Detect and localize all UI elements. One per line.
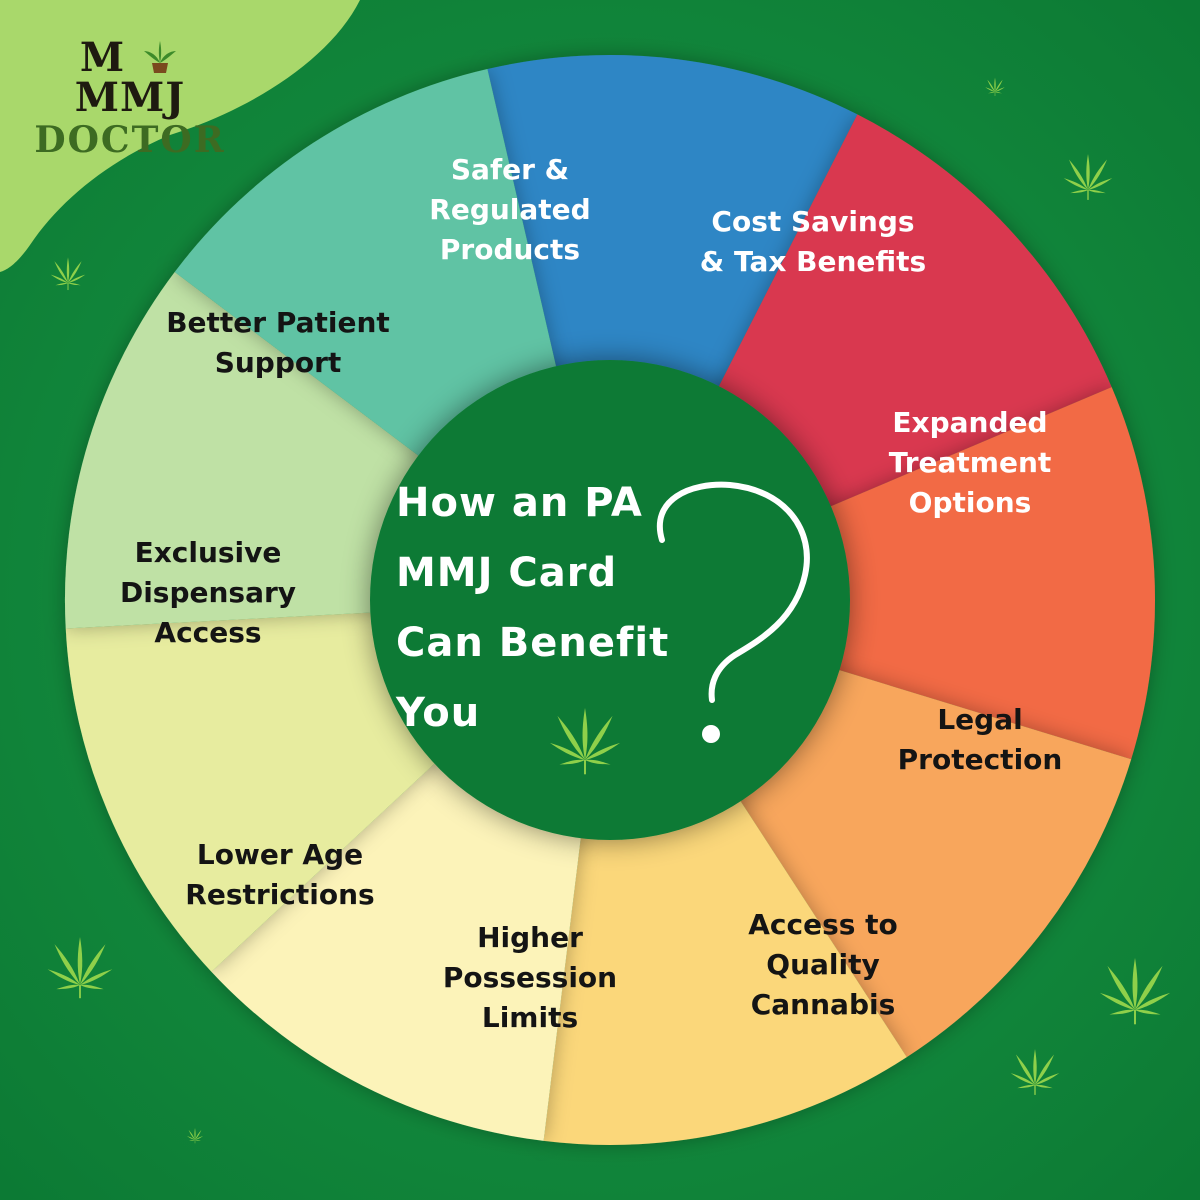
center-hub xyxy=(370,360,850,840)
wheel-segment xyxy=(610,387,1156,760)
segment-label-line: Restrictions xyxy=(185,878,375,911)
segment-label-line: Access xyxy=(154,616,262,649)
segment-label-line: Legal xyxy=(937,703,1023,736)
segment-label-line: Better Patient xyxy=(166,306,390,339)
segment-label-line: Access to xyxy=(748,908,898,941)
segment-label-line: Cost Savings xyxy=(711,205,915,238)
segment-label-line: Regulated xyxy=(429,193,591,226)
segment-label-line: Higher xyxy=(477,921,583,954)
question-mark-dot xyxy=(702,725,720,743)
segment-label-line: Treatment xyxy=(888,446,1052,479)
segment-label-line: Limits xyxy=(481,1001,579,1034)
segment-label-line: Expanded xyxy=(892,406,1048,439)
logo-text-mmj: MMJ xyxy=(74,74,186,121)
center-title-line: You xyxy=(396,690,481,736)
segment-label-line: Support xyxy=(214,346,342,379)
center-title-line: Can Benefit xyxy=(396,620,670,666)
segment-label-line: Products xyxy=(439,233,581,266)
segment-label-line: & Tax Benefits xyxy=(699,245,927,278)
segment-label: Access to Quality Cannabis xyxy=(693,905,953,1025)
segment-label-line: Dispensary xyxy=(119,576,297,609)
segment-label-line: Protection xyxy=(897,743,1063,776)
question-mark-icon xyxy=(657,481,810,703)
logo-text-doctor: DOCTOR xyxy=(34,119,226,161)
segment-label-line: Options xyxy=(908,486,1032,519)
segment-label: Cost Savings & Tax Benefits xyxy=(683,202,943,282)
segment-label-line: Safer & xyxy=(450,153,570,186)
segment-label-line: Lower Age xyxy=(196,838,364,871)
corner-blob xyxy=(0,0,360,272)
segment-label-line: Quality Cannabis xyxy=(750,948,896,1021)
cannabis-pot-icon xyxy=(140,40,180,73)
logo: M MMJ DOCTOR xyxy=(20,38,240,161)
segment-label-line: Exclusive xyxy=(134,536,282,569)
center-title-line: MMJ Card xyxy=(396,550,618,596)
logo-line1: M MMJ xyxy=(20,38,240,118)
benefit-wheel xyxy=(64,55,1156,1145)
logo-text-m: M xyxy=(79,34,126,81)
segment-label-line: Possession xyxy=(442,961,618,994)
center-title-line: How an PA xyxy=(396,480,643,526)
